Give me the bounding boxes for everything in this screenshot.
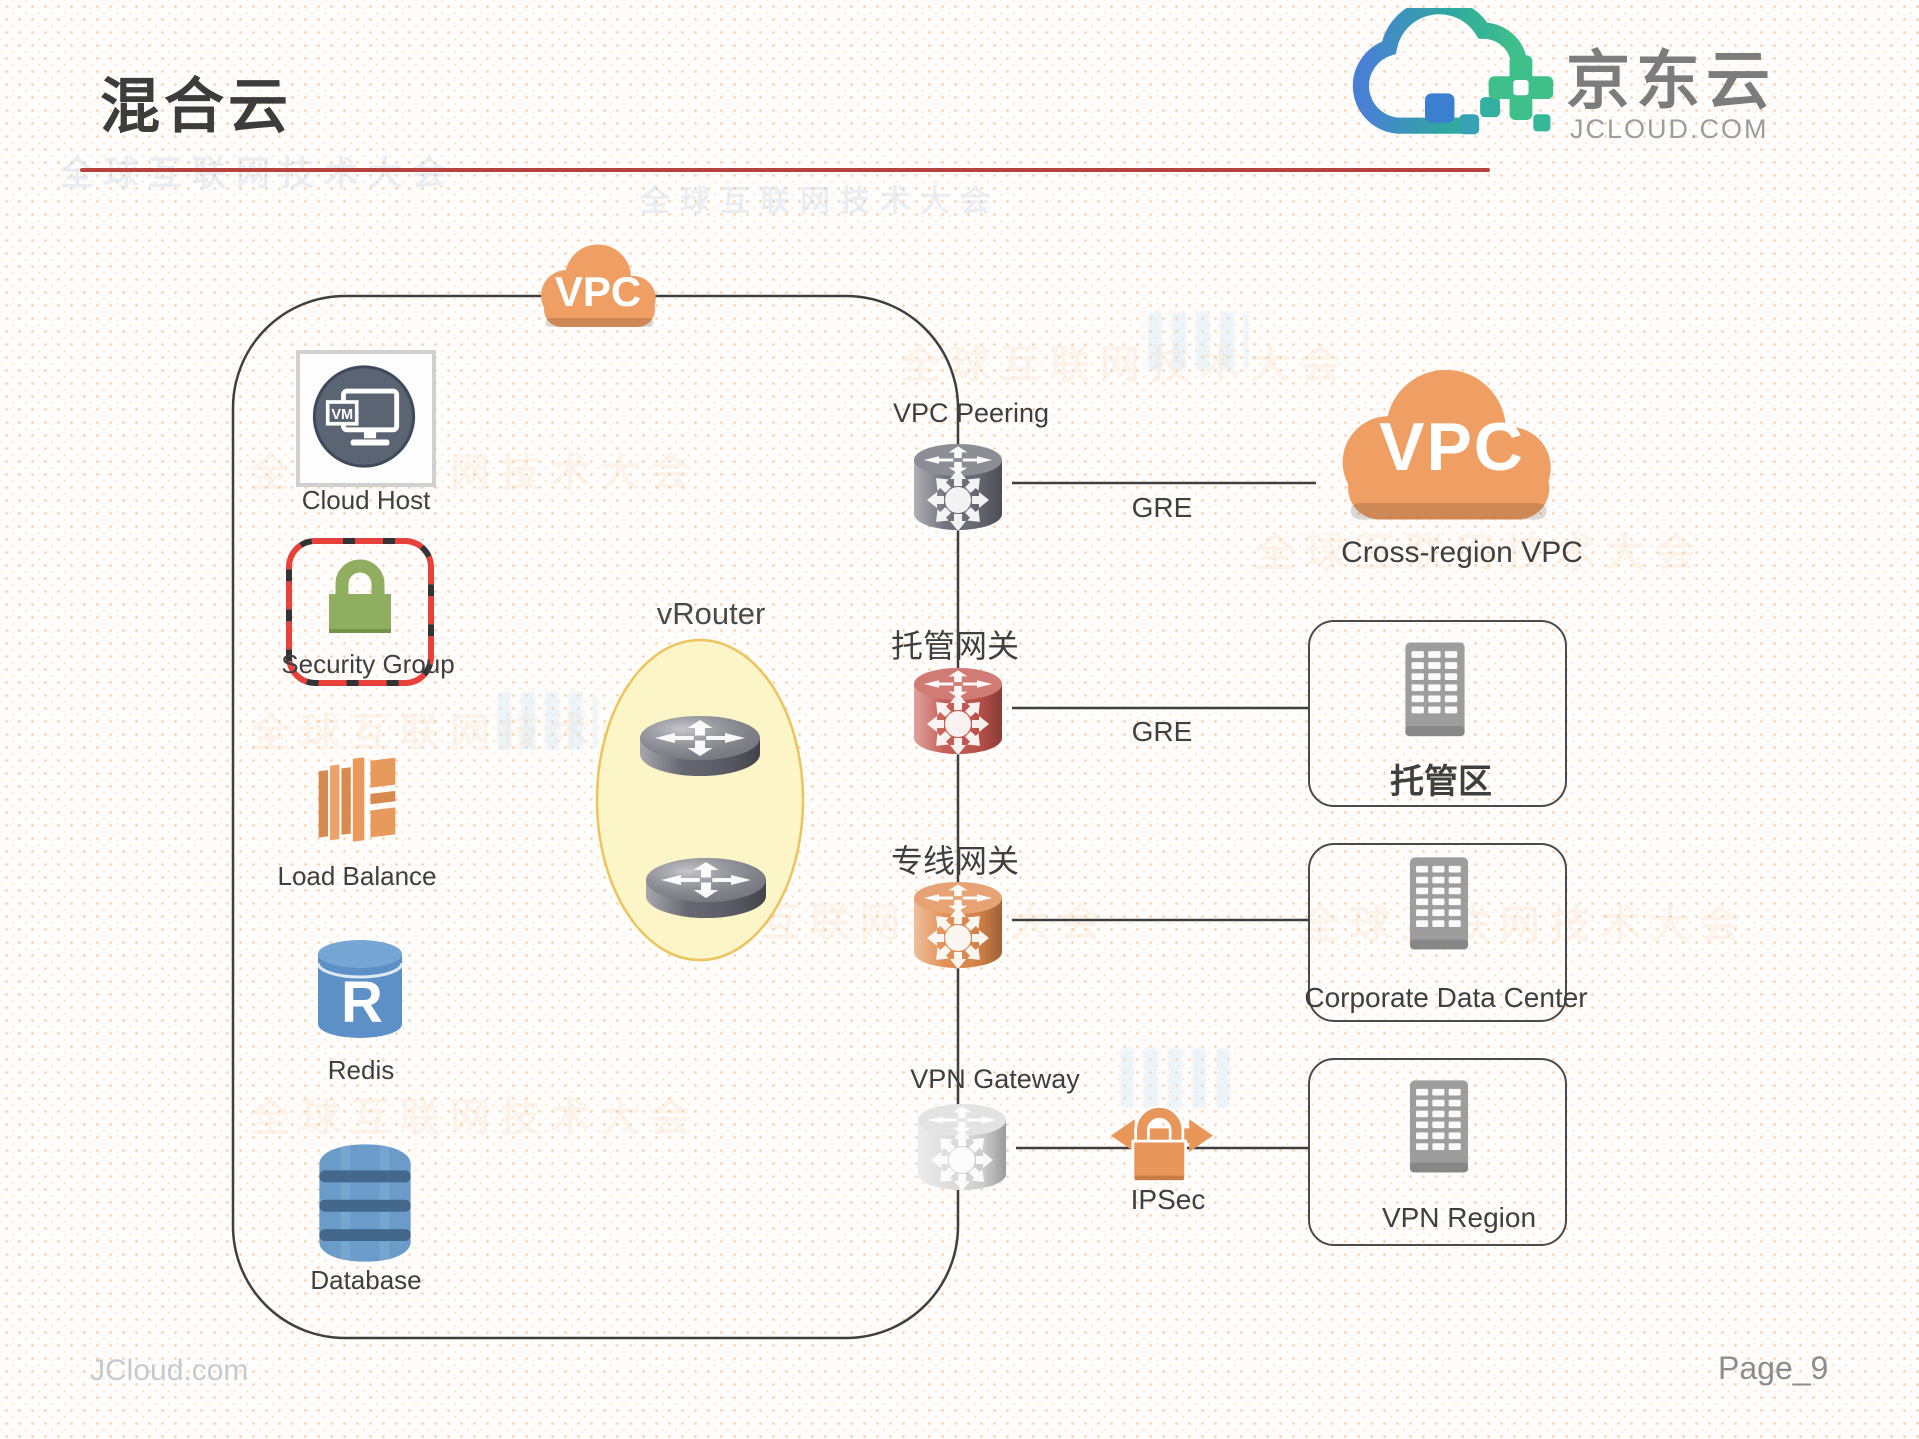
watermark-mark xyxy=(1120,1048,1230,1108)
watermark: 全球互联网技术大会 xyxy=(250,1096,700,1140)
redis-cylinder-icon: R xyxy=(316,940,404,1038)
gateway-label-vpn: VPN Gateway xyxy=(910,1064,1080,1094)
site-label-hosted-zone: 托管区 xyxy=(1390,763,1492,801)
gateway-label-direct-connect: 专线网关 xyxy=(890,843,1020,879)
watermark: 全球互联网技术大会 xyxy=(1255,531,1705,575)
logo-brand: 京东云 xyxy=(1566,45,1776,117)
logo-domain: JCLOUD.COM xyxy=(1570,114,1769,144)
jcloud-logo-icon xyxy=(1352,8,1554,135)
gateway-label-vpc-peering: VPC Peering xyxy=(892,398,1050,428)
load-balancer-icon xyxy=(318,757,396,842)
building-icon xyxy=(1400,1078,1478,1182)
building-icon xyxy=(1395,640,1475,746)
redis-badge: R xyxy=(341,970,383,1035)
cross-region-vpc-caption: Cross-region VPC xyxy=(1341,536,1583,569)
site-label-vpn-region: VPN Region xyxy=(1381,1202,1537,1233)
vm-host-icon: VM xyxy=(312,365,416,468)
router-disc-icon xyxy=(636,840,776,928)
hosted-zone-box xyxy=(1308,620,1567,807)
vpn-gateway-icon xyxy=(910,1096,1014,1200)
vpc-cloud-label: VPC xyxy=(554,268,642,315)
service-label-security-group: Security Group xyxy=(281,649,455,679)
security-group-dashed-border xyxy=(286,538,434,686)
service-label-load-balance: Load Balance xyxy=(277,861,437,891)
ipsec-lock-icon xyxy=(1111,1105,1213,1181)
watermark-mark xyxy=(497,692,597,750)
hosted-gateway-icon xyxy=(906,660,1010,764)
link-label-gre-1: GRE xyxy=(1131,492,1193,523)
vm-badge: VM xyxy=(331,407,353,423)
watermark: 全球互联网技术大会 xyxy=(900,343,1350,387)
router-disc-icon xyxy=(630,698,770,786)
watermark-mark xyxy=(1148,312,1248,370)
title-divider xyxy=(80,168,1490,172)
vrouter-label: vRouter xyxy=(656,596,766,631)
link-label-ipsec: IPSec xyxy=(1130,1184,1206,1215)
link-label-gre-2: GRE xyxy=(1131,716,1193,747)
footer-left: JCloud.com xyxy=(90,1354,249,1387)
watermark: 全球互联网技术大会 xyxy=(640,185,1000,218)
lock-icon xyxy=(329,559,391,633)
service-label-database: Database xyxy=(310,1265,422,1295)
cross-region-vpc-cloud-label: VPC xyxy=(1379,409,1525,485)
database-barrel-icon xyxy=(319,1144,411,1262)
service-label-cloud-host: Cloud Host xyxy=(301,485,431,515)
corporate-data-center-box xyxy=(1308,843,1567,1022)
vpc-peering-gateway-icon xyxy=(906,436,1010,540)
cloud-host-frame: VM xyxy=(296,350,436,487)
watermark: 全球互联网技术大会 xyxy=(60,155,456,193)
page-title: 混合云 xyxy=(100,73,292,140)
building-icon xyxy=(1400,855,1478,959)
watermark: 全球互联网技术大会 xyxy=(1300,903,1750,947)
direct-connect-gateway-icon xyxy=(906,874,1010,978)
vpn-region-box xyxy=(1308,1058,1567,1246)
site-label-corporate-data-center: Corporate Data Center xyxy=(1304,982,1588,1013)
gateway-label-hosted: 托管网关 xyxy=(890,628,1020,664)
service-label-redis: Redis xyxy=(327,1055,395,1085)
footer-right: Page_9 xyxy=(1718,1350,1829,1386)
